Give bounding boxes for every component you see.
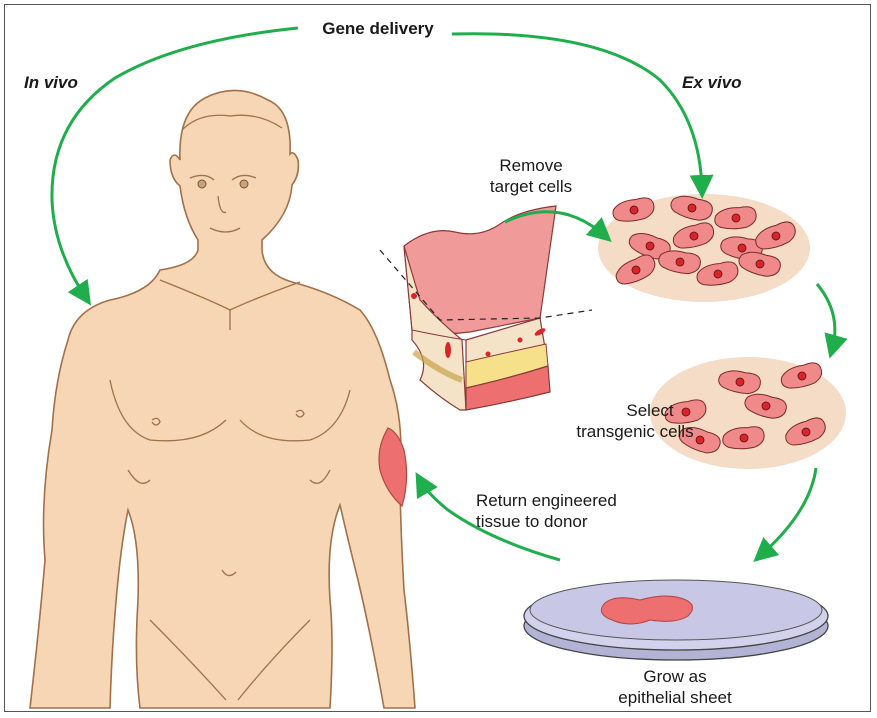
dish-target-cells	[598, 192, 810, 302]
human-figure	[30, 90, 415, 708]
petri-dish	[524, 580, 828, 660]
gene-delivery-title: Gene delivery	[308, 18, 448, 39]
epithelial-sheet	[601, 596, 692, 624]
in-vivo-label: In vivo	[24, 72, 94, 93]
body-outline	[30, 90, 415, 708]
tissue-block	[380, 206, 592, 410]
arrow-select	[817, 284, 835, 350]
arrow-grow	[760, 468, 816, 556]
ex-vivo-label: Ex vivo	[682, 72, 752, 93]
